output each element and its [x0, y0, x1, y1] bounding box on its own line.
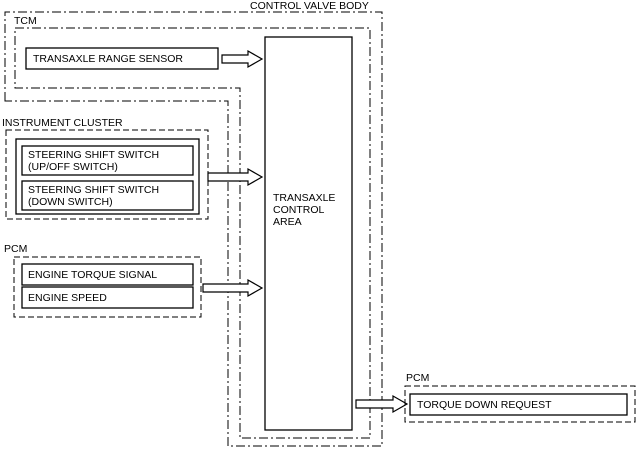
- tcm-label: TCM: [14, 15, 37, 27]
- transaxle-control-area-line1: TRANSAXLE: [273, 192, 335, 204]
- steering-shift-down-switch-box: [21, 180, 194, 211]
- control-valve-body-label: CONTROL VALVE BODY: [250, 0, 369, 12]
- tcm-boundary: [14, 27, 371, 439]
- control-valve-body-boundary: [4, 11, 383, 447]
- torque-down-request-box: [409, 393, 628, 416]
- engine-torque-signal-box: [21, 263, 194, 286]
- pcm-input-arrow: [202, 278, 264, 298]
- transaxle-control-area-line2: CONTROL: [273, 204, 324, 216]
- steering-shift-up-switch-line1: STEERING SHIFT SWITCH: [28, 149, 159, 161]
- engine-speed-box: [21, 286, 194, 309]
- pcm-output-label: PCM: [406, 372, 429, 384]
- torque-down-request-text: TORQUE DOWN REQUEST: [417, 399, 552, 411]
- engine-torque-signal-text: ENGINE TORQUE SIGNAL: [28, 269, 157, 281]
- torque-down-output-arrow: [355, 394, 409, 414]
- pcm-input-label: PCM: [4, 243, 27, 255]
- instrument-cluster-label: INSTRUMENT CLUSTER: [2, 117, 123, 129]
- steering-shift-down-switch-line2: (DOWN SWITCH): [28, 196, 113, 208]
- pcm-output-boundary: [404, 385, 636, 423]
- transaxle-control-area-box: [264, 36, 353, 431]
- transaxle-range-sensor-box: [25, 47, 219, 70]
- steering-shift-up-switch-line2: (UP/OFF SWITCH): [28, 161, 118, 173]
- steering-shift-down-switch-line1: STEERING SHIFT SWITCH: [28, 184, 159, 196]
- transaxle-range-sensor-arrow: [221, 49, 264, 69]
- transaxle-range-sensor-text: TRANSAXLE RANGE SENSOR: [33, 53, 183, 65]
- pcm-input-boundary: [13, 256, 202, 318]
- steering-switch-arrow: [207, 167, 264, 187]
- engine-speed-text: ENGINE SPEED: [28, 292, 107, 304]
- steering-shift-up-switch-box: [21, 145, 194, 176]
- transaxle-control-area-line3: AREA: [273, 216, 302, 228]
